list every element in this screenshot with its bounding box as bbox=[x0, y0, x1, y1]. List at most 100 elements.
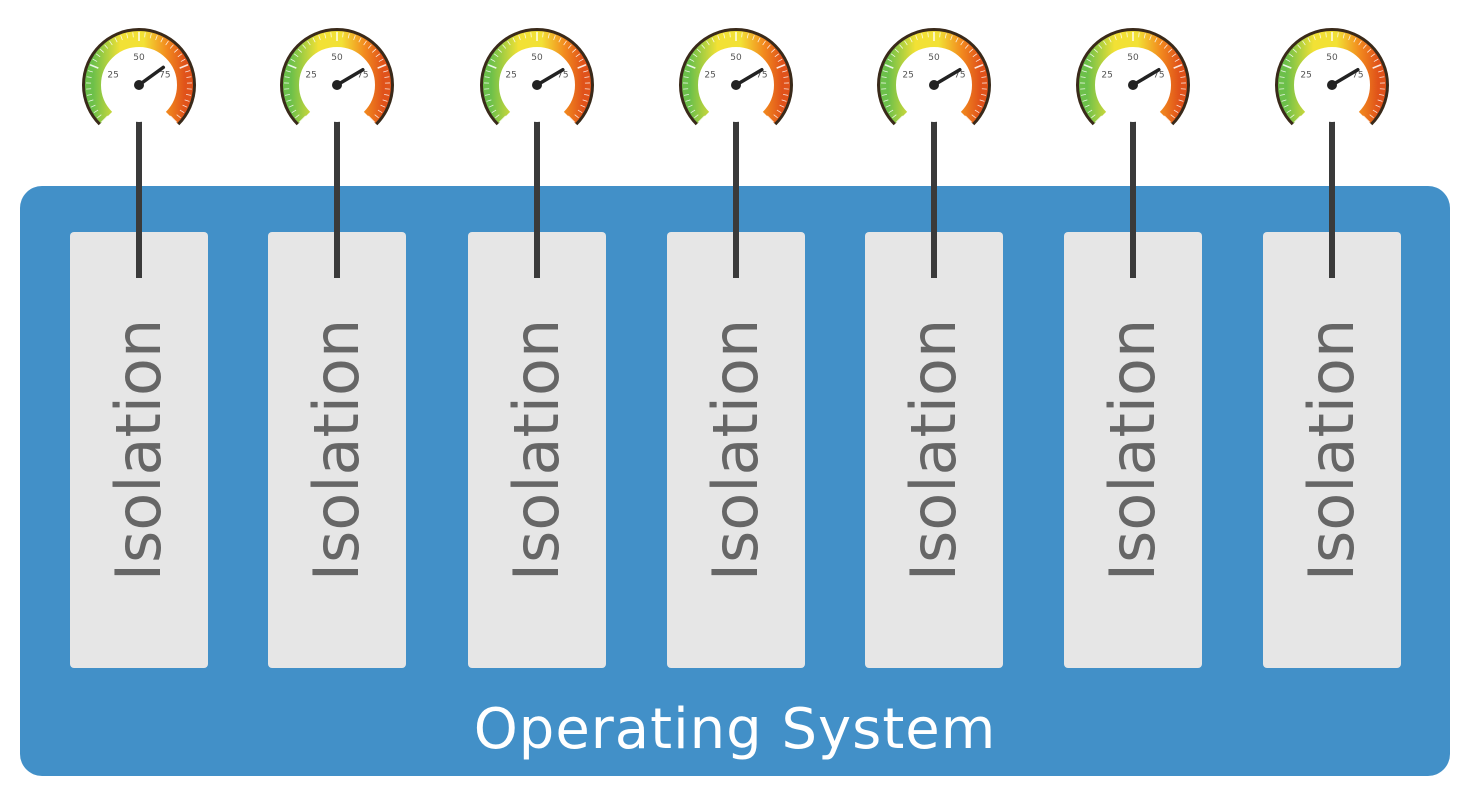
gauge-tick bbox=[126, 33, 129, 39]
gauge-rim bbox=[1275, 28, 1389, 126]
gauge-tick bbox=[1163, 44, 1168, 49]
gauge-tick bbox=[179, 109, 185, 114]
gauge-tick bbox=[1091, 114, 1096, 119]
isolation-box bbox=[70, 232, 208, 668]
gauge-tick bbox=[944, 33, 947, 39]
gauge-tick bbox=[717, 35, 720, 41]
gauge-tick bbox=[766, 44, 771, 49]
gauge-tick-label: 50 bbox=[1326, 53, 1338, 63]
gauge-tick bbox=[284, 93, 291, 96]
gauge-tick bbox=[286, 99, 292, 102]
gauge-tick-label: 75 bbox=[954, 70, 965, 80]
gauge-tick bbox=[553, 35, 556, 41]
gauge-tick bbox=[149, 33, 152, 39]
gauge-tick bbox=[1179, 70, 1185, 73]
gauge-tick bbox=[1120, 33, 1123, 39]
gauge-tick bbox=[498, 115, 507, 124]
gauge-tick bbox=[493, 53, 499, 58]
gauge-tick bbox=[971, 114, 976, 119]
gauge-tick bbox=[1279, 93, 1286, 96]
gauge-tick bbox=[374, 114, 379, 119]
isolation-box bbox=[468, 232, 606, 668]
gauge-rim bbox=[280, 28, 394, 126]
gauge-rim bbox=[679, 28, 793, 126]
gauge-tick bbox=[1114, 35, 1117, 41]
gauge-tick-label: 75 bbox=[1153, 70, 1164, 80]
gauge-tick bbox=[377, 63, 387, 69]
gauge-tick bbox=[114, 37, 118, 43]
isolation-box bbox=[1263, 232, 1401, 668]
gauge-tick bbox=[567, 115, 576, 124]
gauge-tick bbox=[165, 40, 169, 46]
gauge-tick bbox=[974, 63, 984, 69]
gauge-tick bbox=[1372, 109, 1378, 114]
gauge-tick bbox=[783, 76, 789, 78]
gauge-tick bbox=[342, 32, 344, 38]
isolation-label: Isolation bbox=[699, 318, 772, 582]
gauge-tick bbox=[894, 48, 900, 53]
gauge-tick bbox=[184, 99, 190, 102]
gauge-tick bbox=[287, 63, 297, 69]
gauge-tick bbox=[298, 115, 307, 124]
gauge-tick bbox=[1307, 37, 1311, 43]
gauge-tick bbox=[689, 58, 695, 62]
gauge-tick bbox=[1098, 44, 1103, 49]
gauge-tick bbox=[781, 99, 787, 102]
gauge-tick bbox=[1080, 93, 1087, 96]
gauge-tick bbox=[144, 32, 146, 38]
gauge-tick bbox=[1179, 93, 1186, 96]
gauge-tick bbox=[895, 115, 904, 124]
gauge-tick bbox=[582, 99, 588, 102]
gauge-hub bbox=[929, 80, 939, 90]
gauge-tick bbox=[1171, 53, 1177, 58]
gauge-tick bbox=[752, 35, 755, 41]
gauge-tick bbox=[1297, 44, 1302, 49]
gauge-tick bbox=[697, 115, 706, 124]
gauge-tick bbox=[530, 32, 532, 38]
gauge-tick bbox=[518, 35, 521, 41]
gauge-rim bbox=[82, 28, 196, 126]
gauge-tick bbox=[547, 33, 550, 39]
gauge-tick bbox=[915, 35, 918, 41]
gauge-tick bbox=[909, 37, 913, 43]
gauge-tick-label: 75 bbox=[159, 70, 170, 80]
gauge-tick bbox=[686, 63, 696, 69]
gauge-tick bbox=[1370, 53, 1376, 58]
gauge-tick bbox=[770, 48, 776, 53]
gauge-tick bbox=[495, 114, 500, 119]
gauge-tick bbox=[97, 114, 102, 119]
gauge-tick-label: 25 bbox=[902, 70, 913, 80]
gauge-tick bbox=[330, 32, 332, 38]
gauge-tick bbox=[132, 32, 134, 38]
gauge-tick bbox=[487, 63, 497, 69]
gauge-tick bbox=[88, 99, 94, 102]
gauge-tick bbox=[1093, 48, 1099, 53]
gauge-hub bbox=[532, 80, 542, 90]
gauge-tick bbox=[488, 104, 494, 108]
gauge-tick bbox=[701, 44, 706, 49]
gauge-tick bbox=[185, 70, 191, 73]
gauge-tick bbox=[583, 70, 589, 73]
gauge-tick bbox=[1337, 32, 1339, 38]
gauge-tick bbox=[885, 104, 891, 108]
gauge-tick bbox=[92, 58, 98, 62]
isolation-label: Isolation bbox=[897, 318, 970, 582]
gauge-tick bbox=[324, 33, 327, 39]
gauge-tick bbox=[486, 99, 492, 102]
gauge-tick bbox=[1369, 114, 1374, 119]
gauge-tick bbox=[104, 44, 109, 49]
gauge-tick bbox=[542, 32, 544, 38]
gauge-tick-label: 25 bbox=[1300, 70, 1311, 80]
gauge-tick bbox=[899, 44, 904, 49]
gauge-tick bbox=[979, 99, 985, 102]
gauge-tick bbox=[685, 99, 691, 102]
gauge-tick bbox=[288, 104, 294, 108]
gauge-tick bbox=[384, 76, 390, 78]
gauge-tick bbox=[683, 93, 690, 96]
gauge-tick bbox=[160, 37, 164, 43]
gauge-tick bbox=[972, 53, 978, 58]
gauge-tick bbox=[179, 63, 189, 69]
isolation-label: Isolation bbox=[102, 318, 175, 582]
gauge-tick bbox=[1143, 33, 1146, 39]
